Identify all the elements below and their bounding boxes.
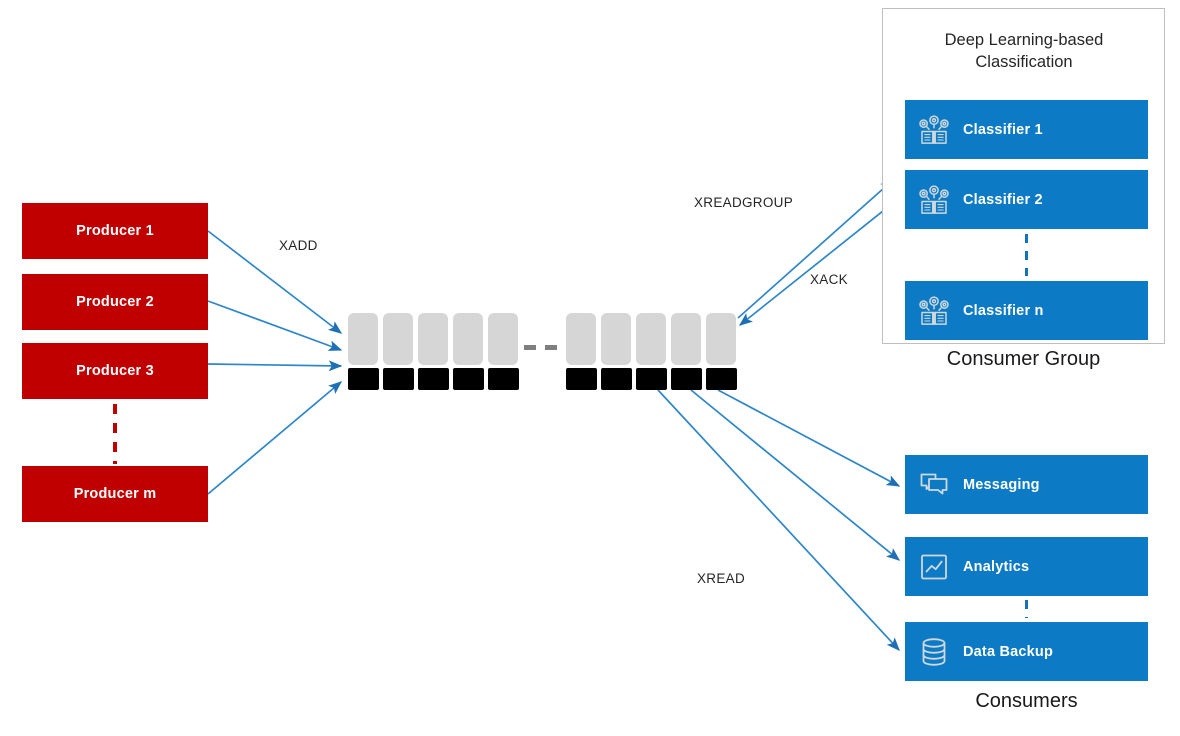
producer-box-3[interactable]: Producer 3	[22, 343, 208, 399]
stream-cell-bottom	[418, 368, 449, 390]
classifier-ellipsis-connector	[1025, 234, 1028, 276]
stream-cell-top	[706, 313, 736, 365]
stream-cell-bottom	[383, 368, 414, 390]
stream-cell-top	[418, 313, 448, 365]
stream-cell-bottom	[706, 368, 737, 390]
producer-box-2[interactable]: Producer 2	[22, 274, 208, 330]
consumer-box-messaging[interactable]: Messaging	[905, 455, 1148, 514]
consumer-label: Analytics	[963, 558, 1030, 575]
stream-cell-top	[348, 313, 378, 365]
producer-label: Producer 2	[76, 294, 154, 310]
arrow-stream-to-analytics	[690, 389, 901, 561]
command-label-xread: XREAD	[697, 571, 746, 586]
arrow-producer3-to-stream	[207, 360, 343, 372]
arrow-producer2-to-stream	[207, 300, 343, 351]
stream-cell-bottom	[348, 368, 379, 390]
consumer-group-title-line1: Deep Learning-based	[944, 31, 1104, 49]
arrow-xack	[738, 202, 894, 326]
stream-cell-top	[488, 313, 518, 365]
consumer-group-title: Deep Learning-based Classification	[888, 30, 1160, 74]
classifier-label: Classifier 2	[963, 191, 1043, 208]
consumer-ellipsis-connector	[1025, 600, 1028, 618]
consumer-group-title-line2: Classification	[975, 52, 1073, 71]
classifier-box-2[interactable]: Classifier 2	[905, 170, 1148, 229]
command-label-xreadgroup: XREADGROUP	[694, 195, 794, 210]
consumer-label: Data Backup	[963, 643, 1054, 660]
consumer-box-analytics[interactable]: Analytics	[905, 537, 1148, 596]
stream-cell-bottom	[566, 368, 597, 390]
consumer-label: Messaging	[963, 476, 1040, 493]
stream-cell-bottom	[636, 368, 667, 390]
command-label-xadd: XADD	[279, 238, 318, 253]
arrow-producer1-to-stream	[207, 230, 343, 334]
arrow-stream-to-messaging	[717, 389, 901, 487]
gears-book-icon	[905, 184, 963, 216]
producer-label: Producer m	[73, 486, 157, 502]
gears-book-icon	[905, 114, 963, 146]
classifier-label: Classifier 1	[963, 121, 1043, 138]
command-label-xack: XACK	[810, 272, 848, 287]
arrow-producerm-to-stream	[207, 381, 343, 495]
stream-cell-top	[601, 313, 631, 365]
chat-bubbles-icon	[905, 470, 963, 500]
producer-label: Producer 3	[76, 363, 154, 379]
arrow-stream-to-databackup	[657, 389, 900, 651]
stream-cell-bottom	[453, 368, 484, 390]
line-chart-icon	[905, 552, 963, 582]
producer-label: Producer 1	[76, 223, 154, 239]
consumer-group-caption: Consumer Group	[946, 348, 1101, 370]
stream-cell-top	[636, 313, 666, 365]
stream-gap-dashes	[524, 345, 566, 350]
classifier-label: Classifier n	[963, 302, 1044, 319]
stream-cell-top	[566, 313, 596, 365]
stream-cell-top	[383, 313, 413, 365]
classifier-box-n[interactable]: Classifier n	[905, 281, 1148, 340]
stream-cell-bottom	[488, 368, 519, 390]
gears-book-icon	[905, 295, 963, 327]
producer-ellipsis-connector	[113, 404, 117, 464]
consumers-caption: Consumers	[975, 690, 1078, 712]
consumer-box-data-backup[interactable]: Data Backup	[905, 622, 1148, 681]
producer-box-1[interactable]: Producer 1	[22, 203, 208, 259]
classifier-box-1[interactable]: Classifier 1	[905, 100, 1148, 159]
stream-cell-top	[453, 313, 483, 365]
database-icon	[905, 636, 963, 668]
stream-cell-top	[671, 313, 701, 365]
stream-cell-bottom	[601, 368, 632, 390]
producer-box-m[interactable]: Producer m	[22, 466, 208, 522]
stream-cell-bottom	[671, 368, 702, 390]
